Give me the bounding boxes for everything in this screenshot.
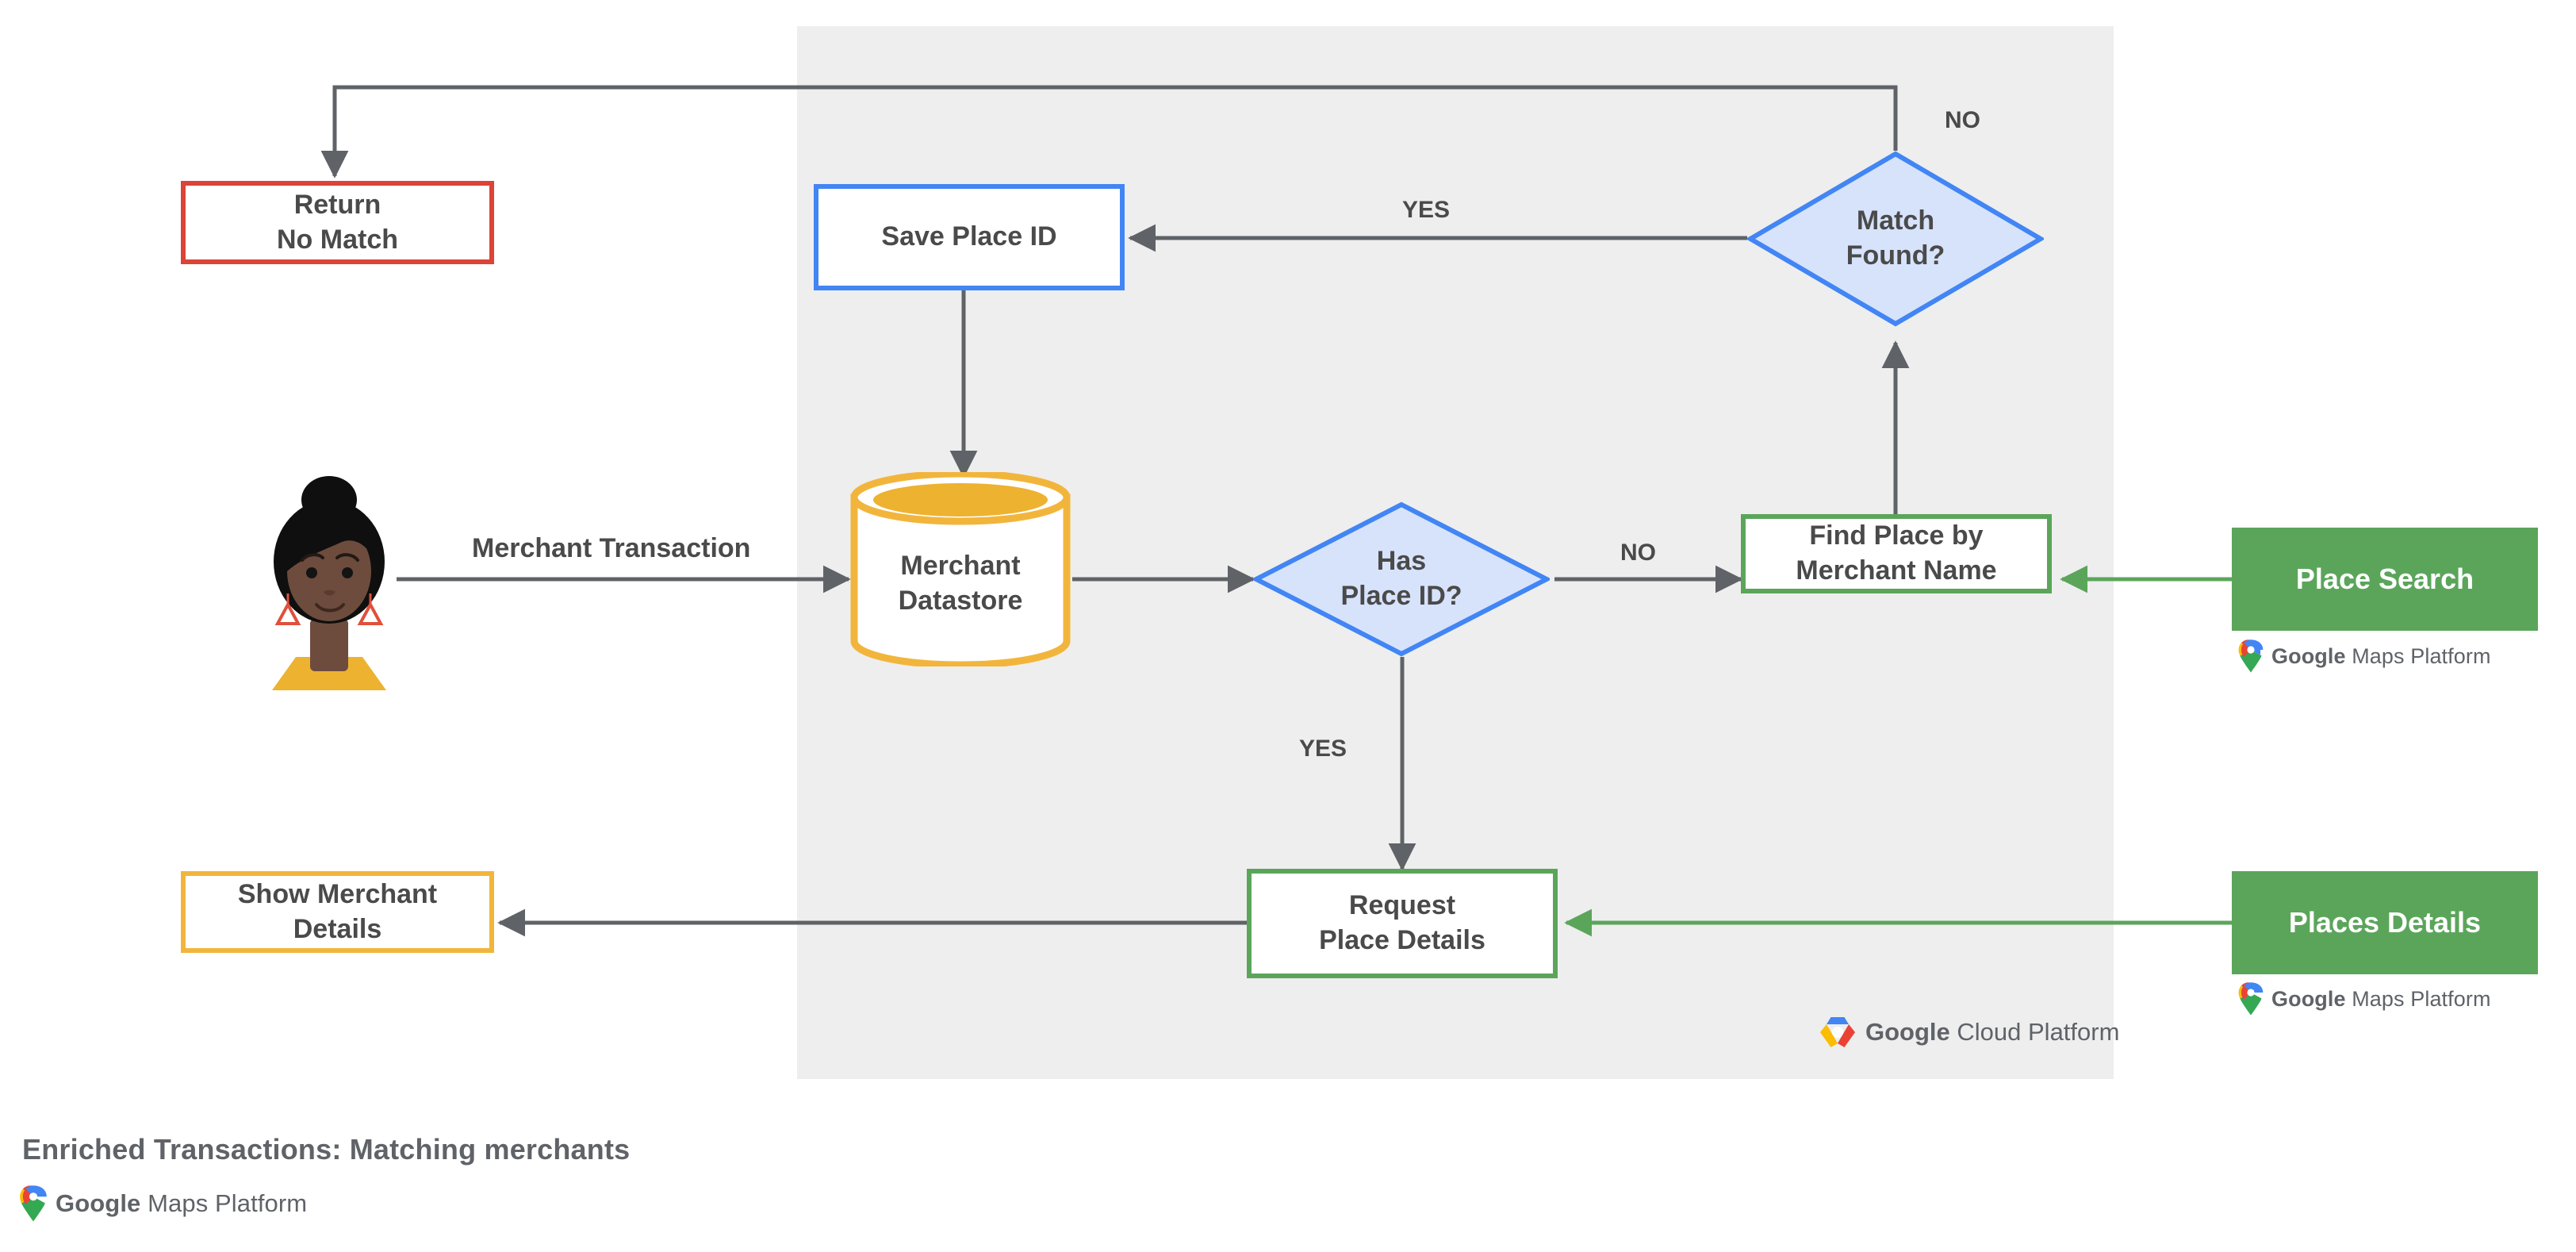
- maps-platform-rest-words: Maps Platform: [140, 1189, 308, 1217]
- merchant-customer-avatar: [258, 460, 401, 690]
- edge-label-merchant-transaction: Merchant Transaction: [472, 533, 751, 563]
- edge-label-match-found-yes: YES: [1402, 197, 1451, 223]
- node-match-found[interactable]: Match Found?: [1747, 151, 2044, 327]
- google-cloud-platform-hexagon-icon: [1820, 1017, 1855, 1047]
- avatar-illustration: [272, 476, 386, 690]
- has-place-id-diamond-shape: [1253, 501, 1550, 657]
- match-found-diamond-shape: [1747, 151, 2044, 327]
- footer-maps-platform-lockup: Google Maps Platform: [19, 1185, 307, 1222]
- maps-platform-rest-words: Maps Platform: [2345, 986, 2491, 1011]
- api-button-places-details-label: Places Details: [2288, 906, 2482, 939]
- google-cloud-platform-lockup: Google Cloud Platform: [1819, 1016, 2119, 1049]
- cloud-platform-google-word: Google: [1865, 1018, 1950, 1046]
- google-maps-pin-icon: [20, 1185, 47, 1222]
- datastore-cylinder-shape: [850, 472, 1071, 666]
- api-button-place-search-label: Place Search: [2295, 563, 2474, 595]
- place-search-maps-platform-text: Google Maps Platform: [2271, 644, 2491, 669]
- edge-label-has-place-id-yes: YES: [1299, 735, 1347, 762]
- maps-platform-rest-words: Maps Platform: [2345, 643, 2491, 668]
- node-save-place-id[interactable]: Save Place ID: [814, 184, 1125, 290]
- cloud-platform-rest-words: Cloud Platform: [1949, 1018, 2120, 1046]
- maps-platform-google-word: Google: [56, 1189, 141, 1217]
- node-return-no-match[interactable]: Return No Match: [181, 181, 494, 264]
- api-button-places-details[interactable]: Places Details: [2232, 871, 2538, 974]
- node-save-place-id-label: Save Place ID: [881, 221, 1057, 252]
- place-search-maps-platform-lockup: Google Maps Platform: [2238, 639, 2491, 673]
- google-maps-pin-icon: [2238, 639, 2264, 673]
- places-details-maps-platform-text: Google Maps Platform: [2271, 987, 2491, 1012]
- node-return-no-match-label: Return No Match: [277, 189, 398, 255]
- google-maps-pin-icon: [2238, 982, 2264, 1016]
- node-show-merchant-details[interactable]: Show Merchant Details: [181, 871, 494, 953]
- places-details-maps-platform-lockup: Google Maps Platform: [2238, 982, 2491, 1016]
- node-merchant-datastore[interactable]: Merchant Datastore: [849, 472, 1072, 666]
- google-cloud-platform-text: Google Cloud Platform: [1865, 1018, 2119, 1047]
- maps-platform-google-word: Google: [2271, 986, 2346, 1011]
- node-show-merchant-details-label: Show Merchant Details: [237, 878, 438, 944]
- api-button-place-search[interactable]: Place Search: [2232, 528, 2538, 631]
- node-request-place-details[interactable]: Request Place Details: [1247, 869, 1558, 978]
- node-has-place-id[interactable]: Has Place ID?: [1253, 501, 1550, 657]
- node-find-place-by-merchant-name[interactable]: Find Place by Merchant Name: [1741, 514, 2052, 593]
- edge-label-has-place-id-no: NO: [1620, 540, 1656, 566]
- node-request-place-details-label: Request Place Details: [1319, 890, 1485, 955]
- maps-platform-google-word: Google: [2271, 643, 2346, 668]
- edge-label-match-found-no: NO: [1945, 107, 1980, 133]
- page-title: Enriched Transactions: Matching merchant…: [22, 1133, 631, 1166]
- edge-match-found-no-to-return: [320, 85, 1898, 179]
- footer-maps-platform-text: Google Maps Platform: [56, 1189, 307, 1218]
- node-find-place-by-merchant-name-label: Find Place by Merchant Name: [1796, 520, 1997, 586]
- node-merchant-datastore-label: Merchant Datastore: [898, 550, 1023, 616]
